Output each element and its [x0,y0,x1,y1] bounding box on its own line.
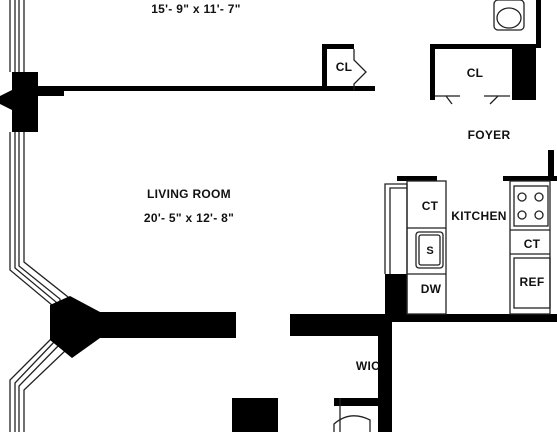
fixture-outlines [333,0,551,432]
wic-label: WIC [356,359,380,373]
wall-stub-center [290,314,390,336]
column-upper [0,72,64,132]
counter-right-label: CT [524,237,541,251]
living-room-dimensions: 20'- 5" x 12'- 8" [144,211,234,225]
sink-outline [415,231,444,269]
column-lower [50,296,236,358]
living-room-label: LIVING ROOM [147,187,231,201]
kitchen-label: KITCHEN [451,209,506,223]
sink-label: S [426,245,433,257]
dishwasher-label: DW [421,282,442,296]
refrigerator-label: REF [520,275,545,289]
foyer-closet-label: CL [467,66,484,80]
bedroom-closet-label: CL [336,60,353,74]
bedroom-dimensions: 15'- 9" x 11'- 7" [151,2,241,16]
bath-wall-block [512,44,536,100]
counter-left-label: CT [422,199,439,213]
wall-bedroom-living [38,86,375,91]
foyer-label: FOYER [468,128,511,142]
exterior-wall-left [9,0,69,432]
